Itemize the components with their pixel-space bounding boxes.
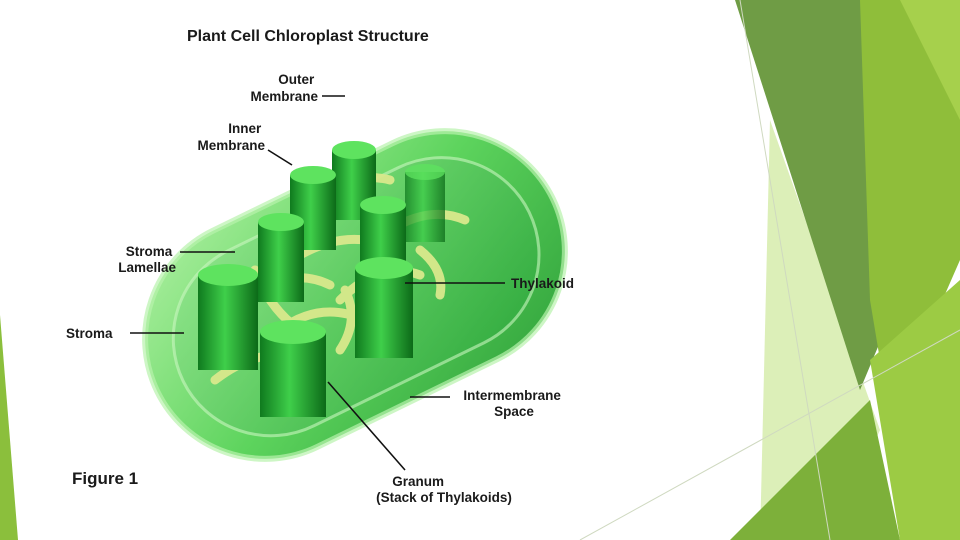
label-inner-membrane: Inner Membrane: [197, 121, 265, 153]
left-edge-accent: [0, 315, 18, 540]
label-stroma-lamellae: Stroma Lamellae: [118, 244, 176, 275]
granum-stack: [198, 264, 258, 370]
leader-granum: [327, 381, 406, 471]
figure-caption: Figure 1: [72, 469, 138, 488]
diagram-title: Plant Cell Chloroplast Structure: [187, 28, 429, 45]
label-intermembrane-space: Intermembrane Space: [463, 388, 564, 419]
granum-stack: [405, 164, 445, 242]
granum-stack: [355, 257, 413, 358]
right-accent-lower: [870, 280, 960, 540]
bottom-accent: [730, 400, 900, 540]
granum-stack: [260, 320, 326, 417]
right-accent-light: [900, 0, 960, 120]
leader-inner-membrane: [267, 149, 293, 166]
grana-stacks: [198, 141, 445, 417]
right-accent-dark: [735, 0, 885, 390]
label-outer-membrane: Outer Membrane: [250, 72, 318, 104]
label-stroma: Stroma: [66, 326, 113, 341]
label-thylakoid: Thylakoid: [511, 276, 574, 291]
label-granum: Granum (Stack of Thylakoids): [376, 474, 512, 505]
granum-stack: [258, 213, 304, 302]
